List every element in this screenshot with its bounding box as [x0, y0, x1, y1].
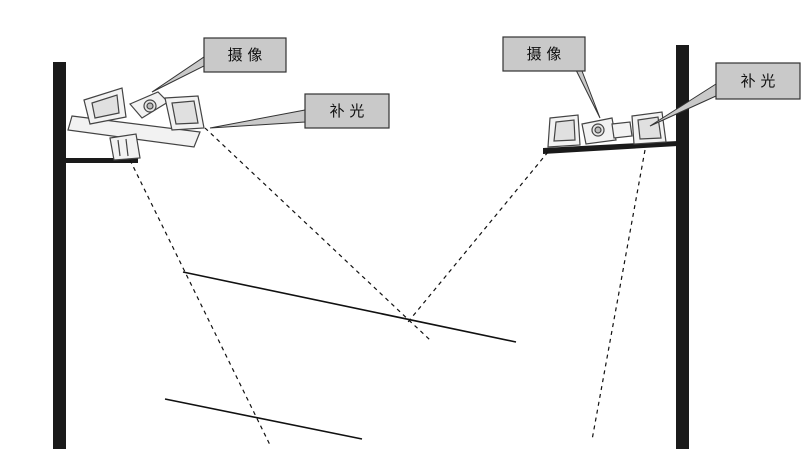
view-rays	[129, 127, 646, 446]
camera-icon	[129, 91, 169, 119]
right-bracket	[543, 141, 678, 154]
floodlight-icon	[547, 114, 581, 148]
callout-left-light-label: 补 光	[330, 102, 365, 120]
callout-right-camera: 摄 像	[502, 36, 586, 72]
callout-left-camera: 摄 像	[203, 37, 287, 73]
camera-icon	[581, 117, 633, 145]
left-bracket	[64, 158, 138, 163]
right-light-ray	[591, 149, 646, 441]
floodlight-icon	[631, 111, 667, 145]
right-camera-ray	[407, 151, 549, 323]
left-mount-plate	[67, 115, 201, 148]
lane-line-upper	[182, 271, 517, 343]
callout-right-light: 补 光	[715, 62, 801, 100]
left-light-ray	[204, 127, 431, 341]
left-device-cluster	[67, 87, 205, 161]
callout-right-light-label: 补 光	[741, 72, 776, 90]
left-camera-ray	[129, 159, 271, 446]
callout-left-camera-label: 摄 像	[228, 46, 263, 64]
bracket-housing	[109, 133, 141, 161]
callout-right-camera-label: 摄 像	[527, 45, 562, 63]
lane-line-lower	[164, 398, 363, 440]
left-camera-pointer	[151, 56, 205, 93]
right-device-cluster	[547, 111, 667, 148]
left-pole	[53, 62, 66, 449]
floodlight-icon	[164, 95, 205, 131]
right-pole	[676, 45, 689, 449]
callout-pointers	[151, 56, 717, 129]
floodlight-icon	[83, 87, 127, 125]
callout-left-light: 补 光	[304, 93, 390, 129]
left-light-pointer	[209, 109, 306, 129]
